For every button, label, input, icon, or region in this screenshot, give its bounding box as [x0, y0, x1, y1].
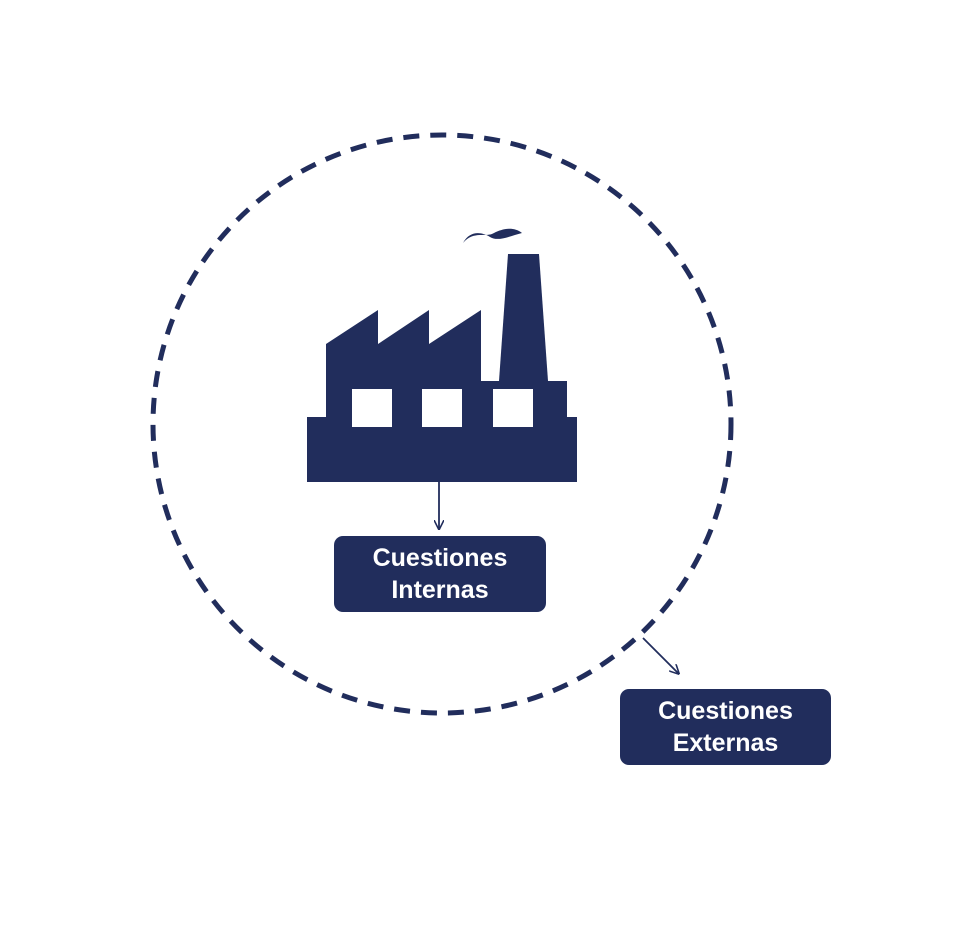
external-arrow — [642, 637, 678, 673]
external-issues-line2: Externas — [672, 729, 779, 757]
internal-issues-line2: Internas — [391, 576, 489, 604]
factory-icon — [307, 228, 577, 482]
external-issues-line1: Cuestiones — [658, 697, 793, 725]
internal-issues-line1: Cuestiones — [372, 544, 508, 572]
organization-boundary-circle — [150, 132, 734, 716]
internal-issues-box: Cuestiones Internas — [334, 536, 546, 612]
external-issues-box: Cuestiones Externas — [620, 689, 831, 765]
